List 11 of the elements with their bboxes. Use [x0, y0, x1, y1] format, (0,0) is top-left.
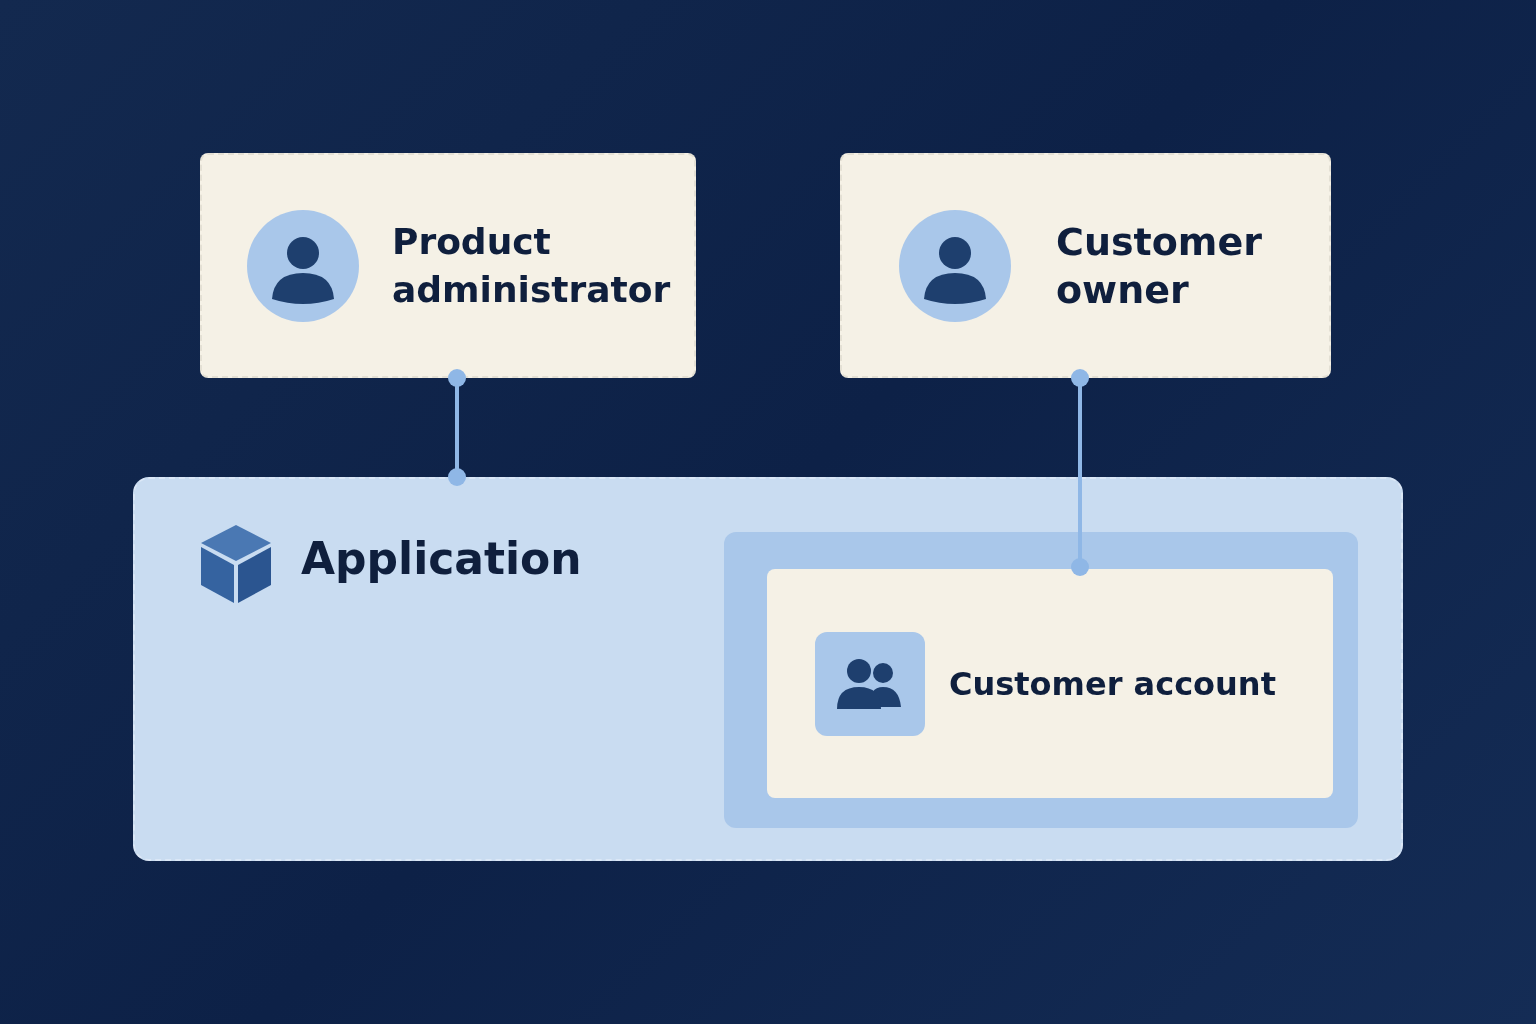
node-label: Product administrator: [392, 219, 672, 312]
node-label: Customer account: [949, 663, 1276, 705]
node-label: Application: [301, 532, 582, 586]
node-label: Customer owner: [1056, 218, 1263, 314]
application-panel: [133, 477, 1403, 861]
connector-line: [448, 369, 466, 486]
role-card: [840, 153, 1331, 378]
connector-line: [1071, 369, 1089, 576]
role-card: [767, 569, 1333, 798]
inner-panel: [724, 532, 1358, 828]
role-card: [200, 153, 696, 378]
